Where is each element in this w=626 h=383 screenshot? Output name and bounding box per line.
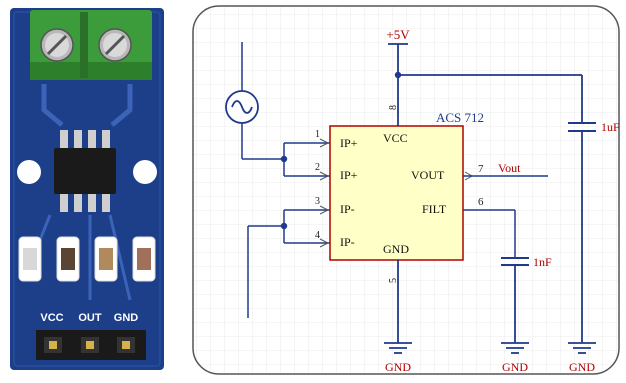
mounting-hole-left: [17, 160, 41, 184]
pin-number-5: 5: [388, 278, 399, 283]
current-sensor-module: VCC OUT GND: [0, 0, 178, 378]
pin-label-vout: VOUT: [411, 168, 445, 182]
ground-icon-1nf: [501, 342, 529, 354]
supply-label: +5V: [386, 27, 410, 42]
schematic: +5V 1uF ACS 712 8 VCC IP+ IP+ IP- IP- 1 …: [192, 5, 620, 375]
output-net-label: Vout: [498, 161, 521, 175]
ground-label-1nf: GND: [502, 360, 528, 374]
pin-number-3: 3: [315, 196, 320, 207]
ground-label-1uf: GND: [569, 360, 595, 374]
acs712-chip: [329, 125, 464, 261]
pin-label-ip3: IP-: [340, 202, 355, 216]
screw-right-icon: [98, 28, 132, 62]
mounting-hole-right: [133, 160, 157, 184]
pin-label-out: OUT: [78, 312, 102, 324]
pin-number-7: 7: [478, 163, 484, 175]
pin-number-8: 8: [388, 105, 399, 110]
pin-number-4: 4: [315, 230, 320, 241]
smd-components: [18, 236, 156, 282]
pin-label-gnd-sch: GND: [383, 242, 409, 256]
screw-terminal: [30, 10, 152, 80]
pin-label-ip1: IP+: [340, 136, 358, 150]
pin-label-ip4: IP-: [340, 235, 355, 249]
pin-label-filt: FILT: [422, 202, 447, 216]
cap-supply-label: 1uF: [601, 120, 620, 134]
ground-icon-chip: [384, 342, 412, 354]
ground-label-chip: GND: [385, 360, 411, 374]
ac-source-icon: [225, 90, 259, 124]
pin-label-vcc-sch: VCC: [383, 131, 408, 145]
ic-chip: [54, 130, 116, 212]
pin-label-vcc: VCC: [40, 312, 63, 324]
pin-number-6: 6: [478, 196, 484, 208]
chip-name: ACS 712: [436, 110, 484, 125]
pin-number-1: 1: [315, 129, 320, 140]
screw-left-icon: [40, 28, 74, 62]
pin-number-2: 2: [315, 162, 320, 173]
cap-filter-label: 1nF: [533, 255, 552, 269]
pin-header: [36, 330, 146, 360]
capacitor-1uf: [568, 122, 596, 343]
capacitor-1nf: [501, 257, 529, 343]
pin-label-gnd: GND: [114, 312, 139, 324]
ground-icon-1uf: [568, 342, 596, 354]
pin-label-ip2: IP+: [340, 168, 358, 182]
